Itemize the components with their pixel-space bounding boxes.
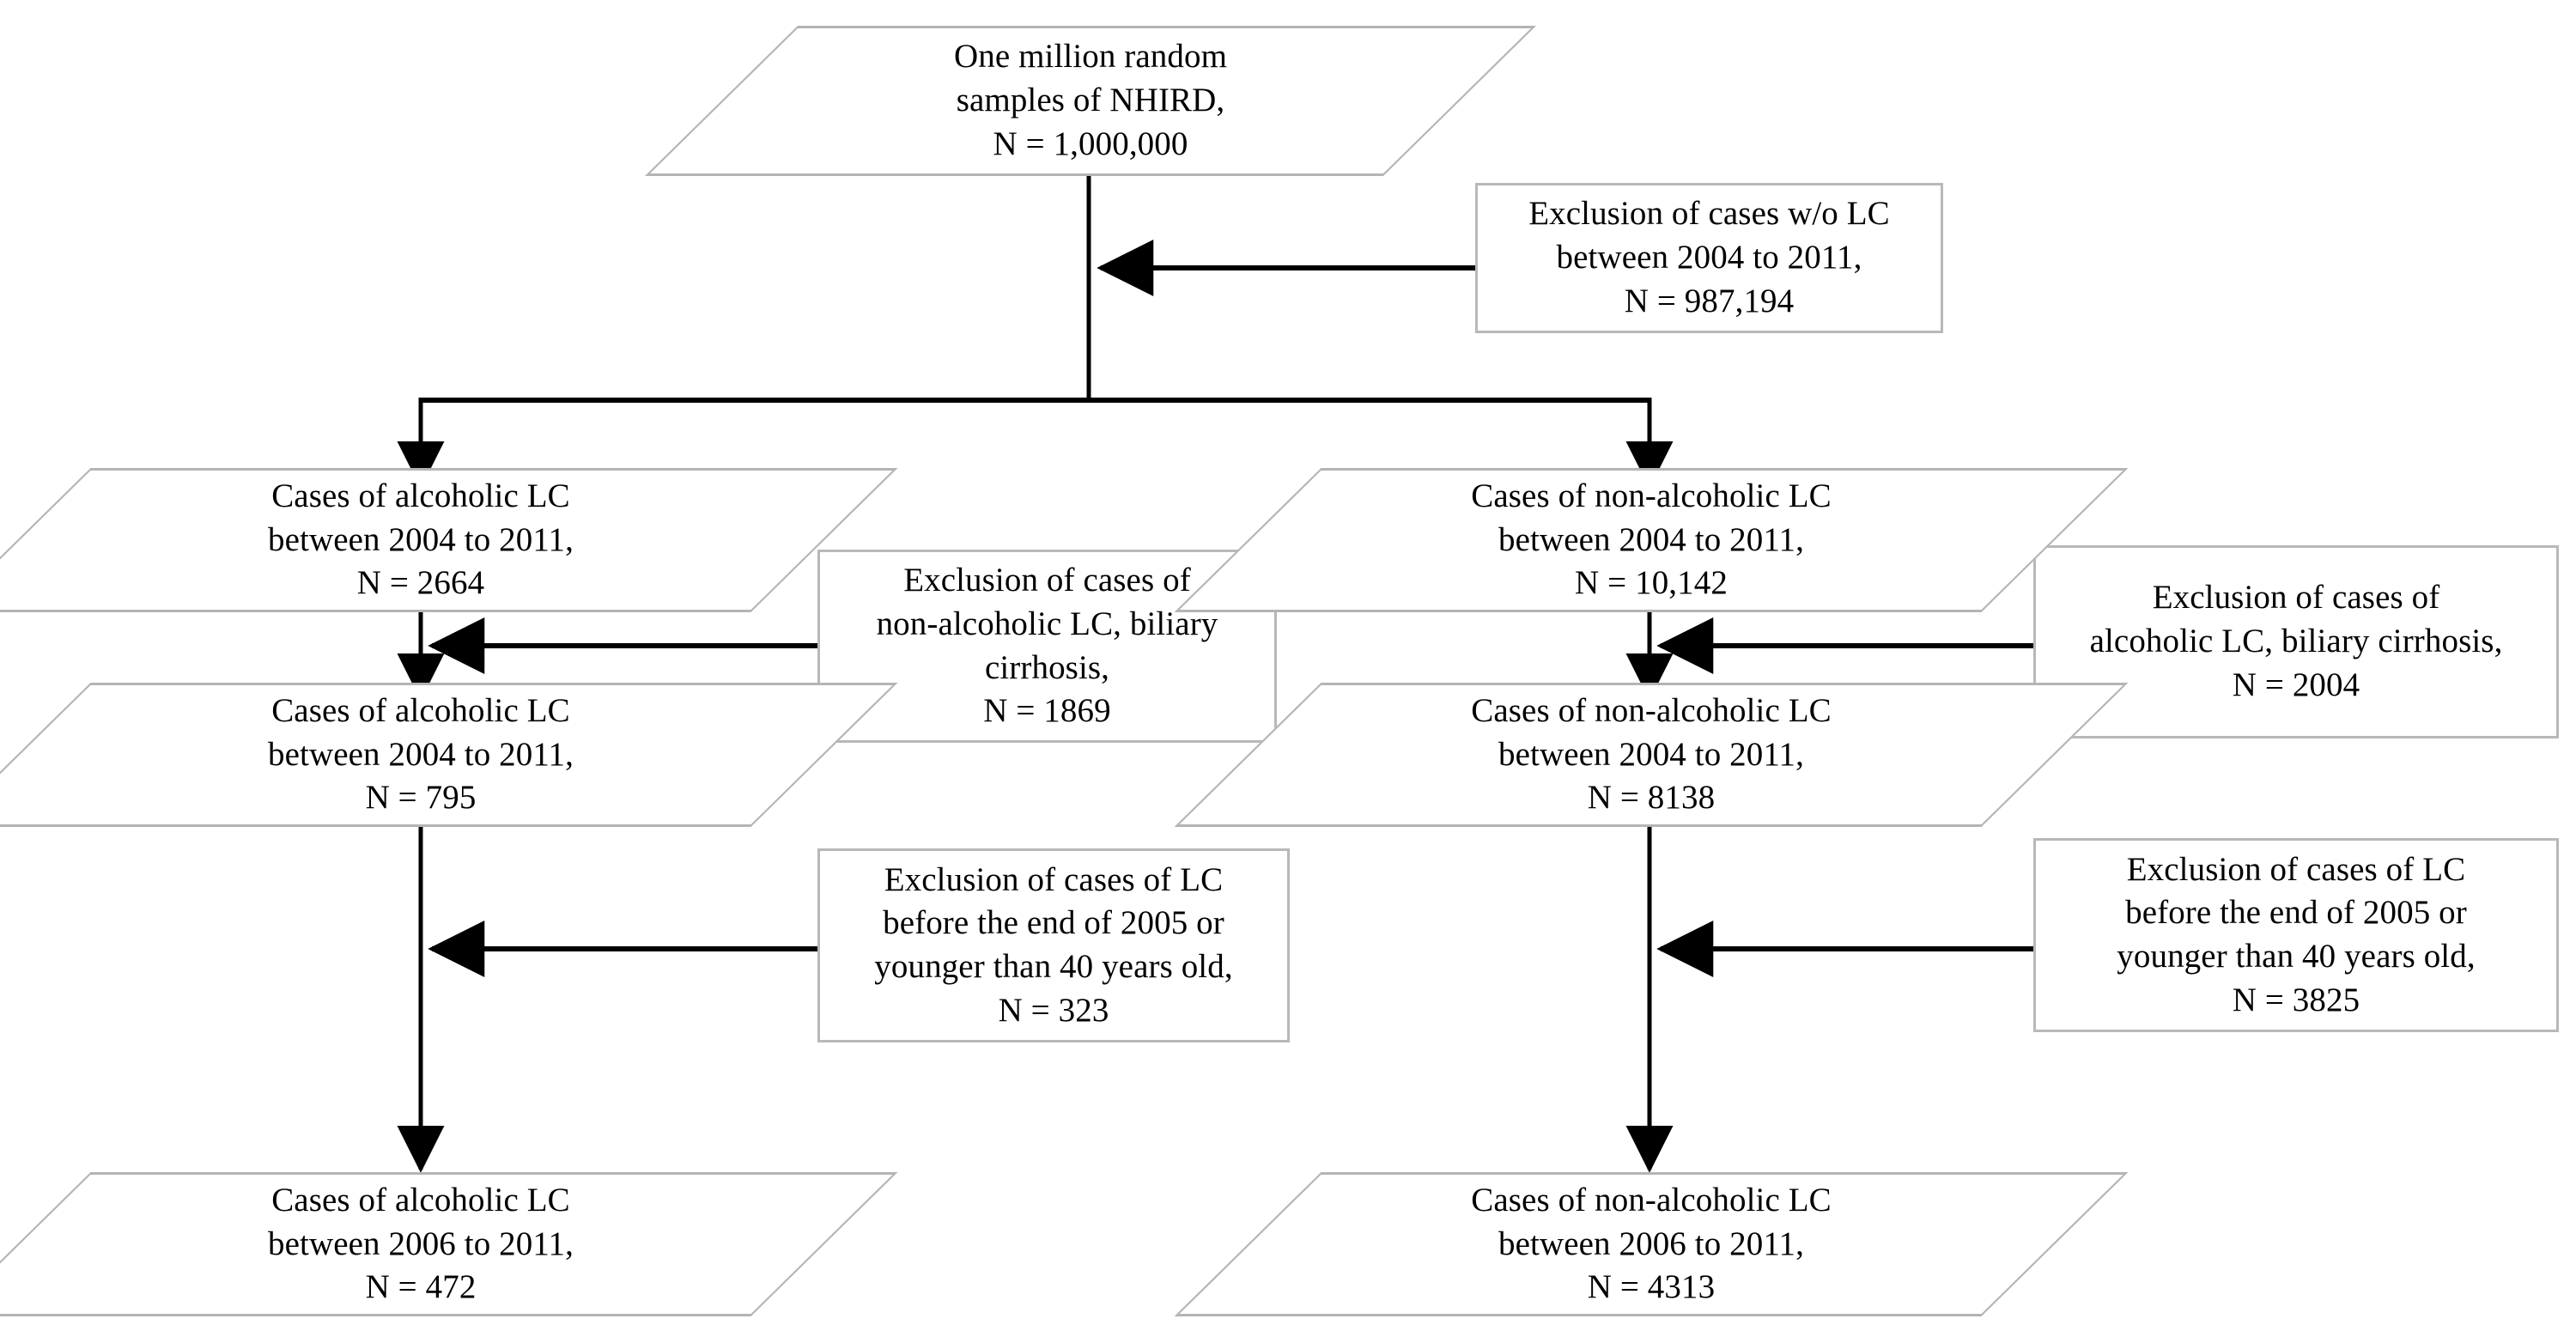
node-alcoholic-lc-2006-label: Cases of alcoholic LC between 2006 to 20… (268, 1181, 574, 1306)
node-source-nhird-label: One million random samples of NHIRD, N =… (953, 38, 1228, 162)
node-nonalcoholic-lc-2006-label: Cases of non-alcoholic LC between 2006 t… (1471, 1181, 1832, 1306)
node-nonalcoholic-lc-2006[interactable]: Cases of non-alcoholic LC between 2006 t… (1174, 1172, 2129, 1316)
node-exclusion-right-2005-age-label: Exclusion of cases of LC before the end … (2117, 850, 2476, 1018)
node-exclusion-nonalcoholic-biliary-label: Exclusion of cases of non-alcoholic LC, … (876, 562, 1218, 730)
node-nonalcoholic-lc-2004-filtered-label: Cases of non-alcoholic LC between 2004 t… (1471, 691, 1832, 817)
node-alcoholic-lc-2004[interactable]: Cases of alcoholic LC between 2004 to 20… (0, 468, 898, 612)
node-exclusion-left-2005-age[interactable]: Exclusion of cases of LC before the end … (817, 848, 1290, 1042)
node-nonalcoholic-lc-2004-filtered[interactable]: Cases of non-alcoholic LC between 2004 t… (1174, 683, 2129, 827)
node-nonalcoholic-lc-2004[interactable]: Cases of non-alcoholic LC between 2004 t… (1174, 468, 2129, 612)
node-exclusion-alcoholic-biliary[interactable]: Exclusion of cases of alcoholic LC, bili… (2033, 545, 2559, 738)
node-alcoholic-lc-2004-filtered-label: Cases of alcoholic LC between 2004 to 20… (268, 691, 574, 817)
node-exclusion-right-2005-age[interactable]: Exclusion of cases of LC before the end … (2033, 838, 2559, 1032)
node-alcoholic-lc-2006[interactable]: Cases of alcoholic LC between 2006 to 20… (0, 1172, 898, 1316)
node-exclusion-no-lc-label: Exclusion of cases w/o LC between 2004 t… (1528, 195, 1890, 319)
node-exclusion-no-lc[interactable]: Exclusion of cases w/o LC between 2004 t… (1475, 183, 1943, 333)
node-alcoholic-lc-2004-filtered[interactable]: Cases of alcoholic LC between 2004 to 20… (0, 683, 898, 827)
node-nonalcoholic-lc-2004-label: Cases of non-alcoholic LC between 2004 t… (1471, 477, 1832, 602)
node-source-nhird[interactable]: One million random samples of NHIRD, N =… (644, 26, 1537, 176)
node-exclusion-left-2005-age-label: Exclusion of cases of LC before the end … (874, 860, 1233, 1029)
node-exclusion-nonalcoholic-biliary[interactable]: Exclusion of cases of non-alcoholic LC, … (817, 550, 1277, 743)
node-exclusion-alcoholic-biliary-label: Exclusion of cases of alcoholic LC, bili… (2089, 579, 2503, 703)
node-alcoholic-lc-2004-label: Cases of alcoholic LC between 2004 to 20… (268, 477, 574, 602)
